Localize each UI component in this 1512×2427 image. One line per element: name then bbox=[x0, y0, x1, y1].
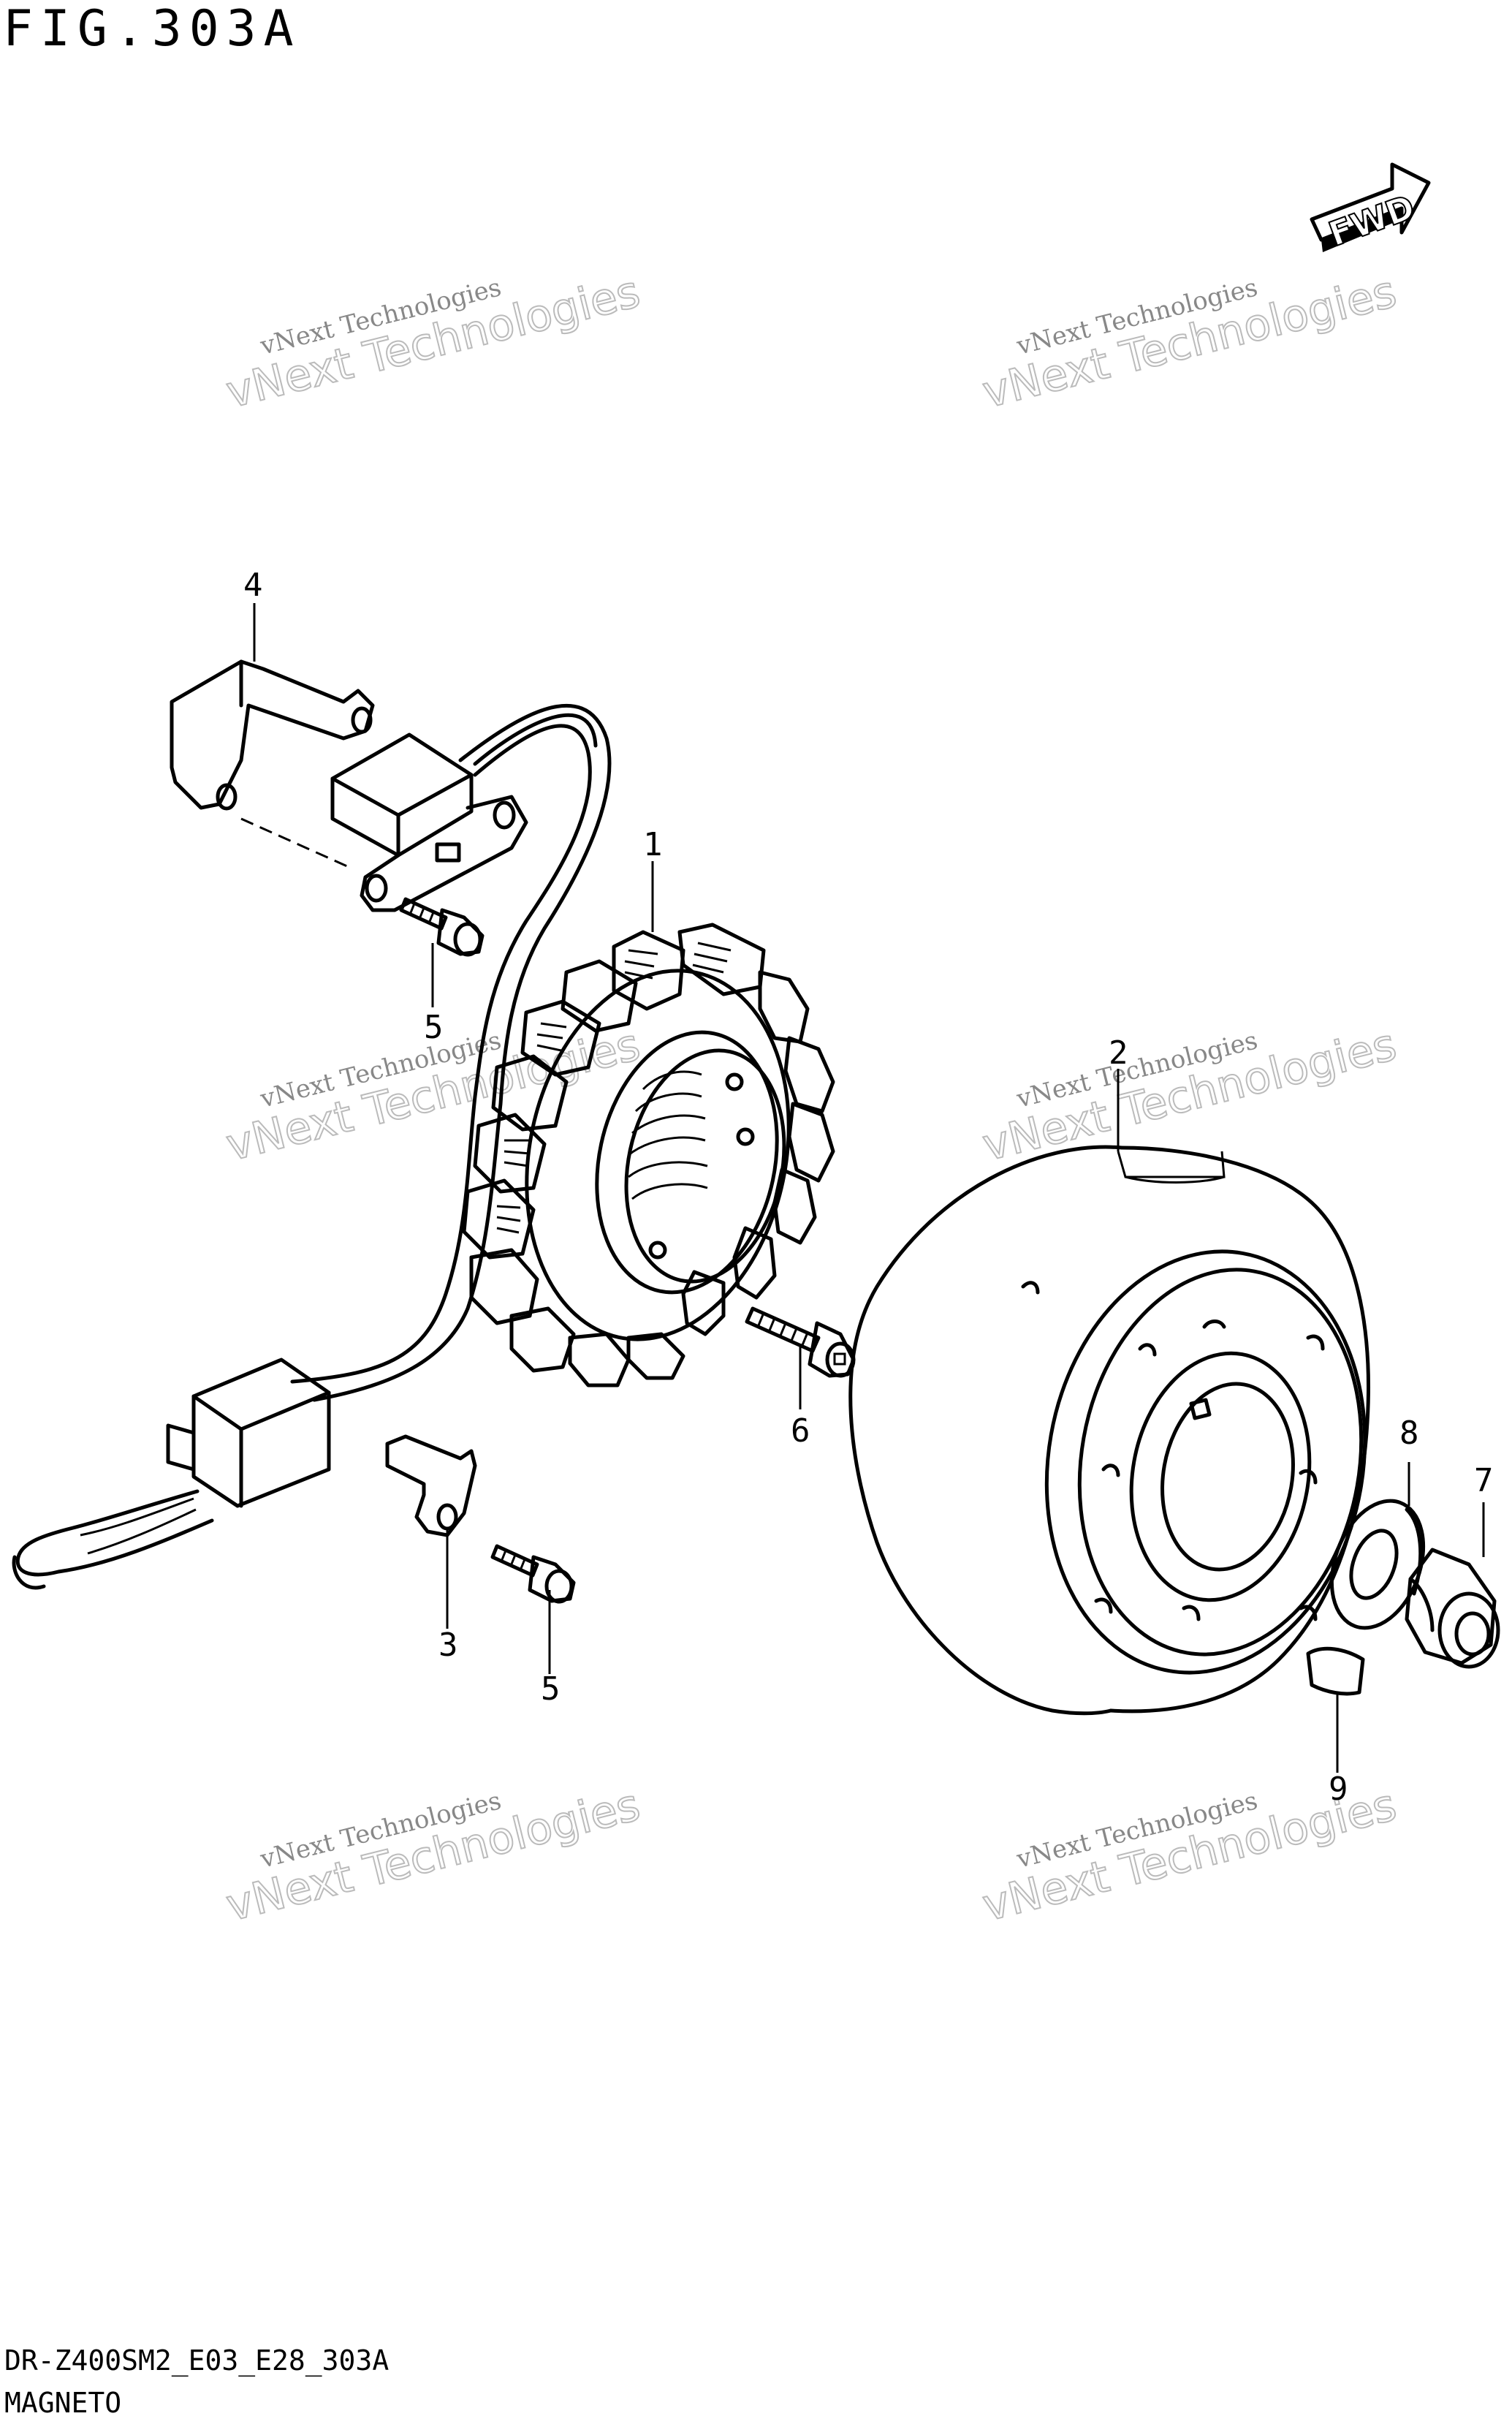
watermark-4: vNext Technologies vNext Technologies bbox=[977, 1018, 1402, 1172]
watermark-5: vNext Technologies vNext Technologies bbox=[221, 1779, 646, 1932]
model-code: DR-Z400SM2_E03_E28_303A bbox=[4, 2344, 390, 2377]
section-name: MAGNETO bbox=[4, 2387, 122, 2419]
callout-5-lower: 5 bbox=[541, 1670, 561, 1708]
callout-7: 7 bbox=[1474, 1462, 1494, 1499]
watermark-2: vNext Technologies vNext Technologies bbox=[977, 265, 1402, 419]
callout-3: 3 bbox=[438, 1627, 458, 1664]
callout-6: 6 bbox=[791, 1412, 810, 1450]
callout-8: 8 bbox=[1399, 1415, 1419, 1452]
harness-coupler bbox=[166, 1358, 331, 1508]
fwd-arrow-icon: FWD bbox=[1310, 162, 1431, 255]
watermark-1: vNext Technologies vNext Technologies bbox=[221, 265, 646, 419]
callout-2: 2 bbox=[1109, 1034, 1128, 1072]
wire-harness bbox=[12, 704, 612, 1590]
callout-4: 4 bbox=[243, 567, 263, 604]
callout-5-upper: 5 bbox=[424, 1009, 444, 1046]
rotor-part-2 bbox=[848, 1145, 1370, 1716]
screw-part-5-lower bbox=[490, 1544, 576, 1604]
callout-labels: 4 1 2 5 6 8 7 3 5 9 bbox=[243, 567, 1494, 1808]
nut-part-7 bbox=[1405, 1548, 1500, 1669]
figure-title: FIG.303A bbox=[3, 0, 301, 58]
washer-part-8 bbox=[1329, 1499, 1426, 1630]
key-part-9 bbox=[1306, 1646, 1365, 1696]
watermark-group: vNext Technologies vNext Technologies vN… bbox=[221, 265, 1402, 1932]
bracket-part-4 bbox=[170, 659, 375, 868]
screw-part-5-upper bbox=[399, 897, 485, 957]
callout-1: 1 bbox=[643, 826, 663, 863]
stator-part-1 bbox=[462, 923, 835, 1387]
callout-9: 9 bbox=[1329, 1771, 1348, 1808]
plate-part-3 bbox=[385, 1434, 477, 1537]
connector-block bbox=[330, 732, 528, 912]
leader-lines bbox=[253, 603, 1485, 1773]
